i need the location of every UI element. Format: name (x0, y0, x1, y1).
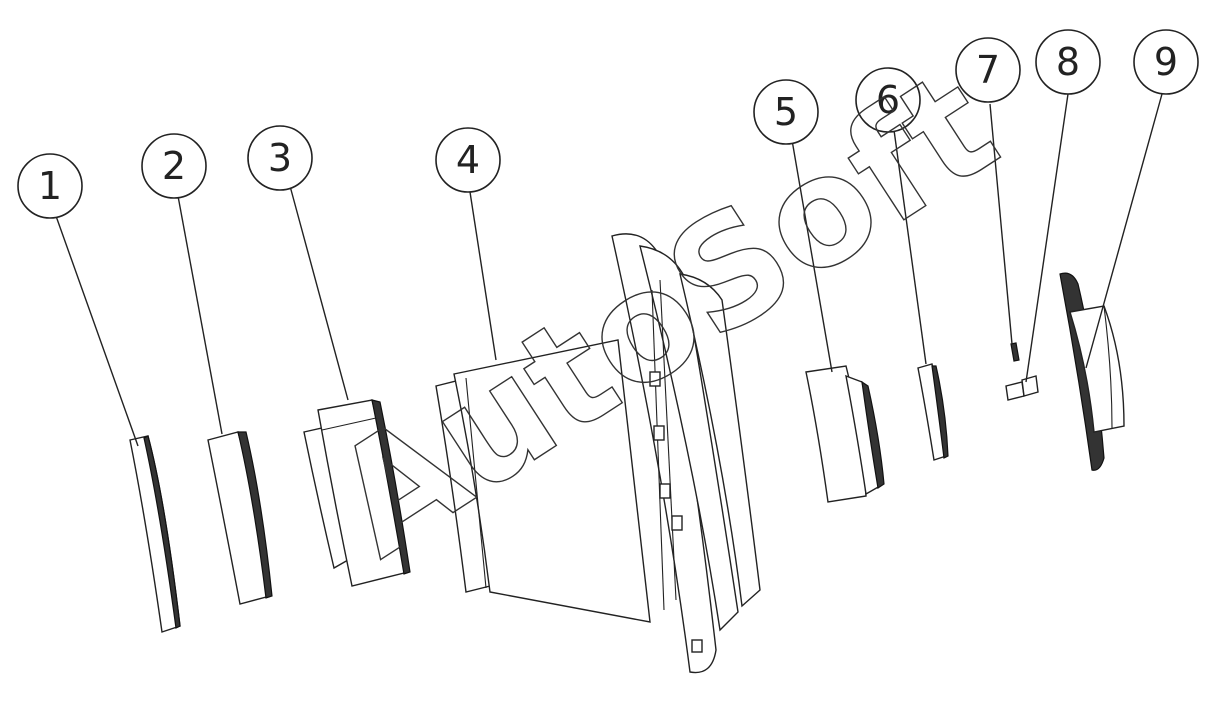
leader-7 (989, 103, 1013, 345)
balloon-2: 2 (141, 133, 207, 199)
part-4-hub (435, 233, 761, 674)
leader-9 (1085, 93, 1163, 369)
part-7-pin (1010, 342, 1020, 362)
part-6-washer (917, 363, 949, 461)
balloon-5: 5 (753, 79, 819, 145)
balloon-8-label: 8 (1056, 40, 1080, 84)
balloon-6-label: 6 (876, 78, 900, 122)
part-8-bolt (1005, 375, 1039, 401)
leader-8 (1025, 93, 1069, 383)
leader-2 (177, 195, 223, 435)
leader-6 (893, 129, 927, 365)
balloon-9: 9 (1133, 29, 1199, 95)
balloon-5-label: 5 (774, 90, 798, 134)
leader-lines (55, 93, 1163, 447)
leader-3 (289, 185, 349, 401)
balloon-4: 4 (435, 127, 501, 193)
balloon-7-label: 7 (976, 48, 1000, 92)
balloon-3-label: 3 (268, 136, 292, 180)
part-1-seal-ring (129, 435, 181, 633)
leader-4 (469, 191, 497, 361)
balloon-7: 7 (955, 37, 1021, 103)
part-9-cap (1059, 272, 1125, 471)
balloon-1: 1 (17, 153, 83, 219)
balloon-8: 8 (1035, 29, 1101, 95)
balloon-1-label: 1 (38, 164, 62, 208)
balloon-4-label: 4 (456, 138, 480, 182)
balloon-3: 3 (247, 125, 313, 191)
part-5-bearing (805, 365, 885, 503)
balloon-9-label: 9 (1154, 40, 1178, 84)
part-2-seal (207, 431, 273, 605)
balloon-6: 6 (855, 67, 921, 133)
part-3-bearing (303, 399, 411, 587)
balloon-2-label: 2 (162, 144, 186, 188)
leader-1 (55, 215, 139, 447)
leader-5 (791, 139, 833, 373)
